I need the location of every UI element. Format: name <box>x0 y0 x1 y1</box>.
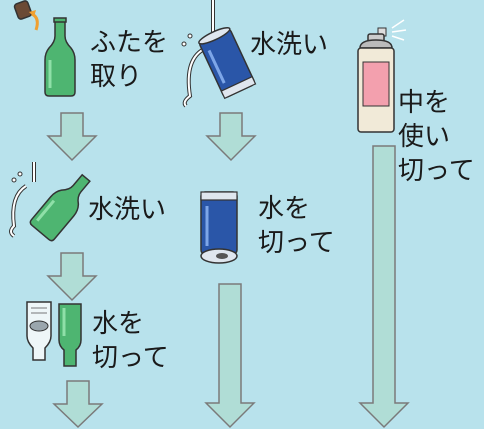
col1-step3-label: 水を 切って <box>92 309 169 373</box>
arrow-down-icon <box>358 145 410 429</box>
col3-step1-label: 中を 使い 切って <box>398 88 475 186</box>
col1-step1-label: ふたを 取り <box>90 28 169 92</box>
water-stream-icon <box>9 162 36 238</box>
col2-step2-label: 水を 切って <box>258 194 335 258</box>
green-bottle-icon <box>44 17 76 97</box>
bottle-cap-icon <box>13 0 39 31</box>
arrow-down-icon <box>52 380 104 429</box>
col2-step1-label: 水洗い <box>250 30 329 60</box>
clear-bottle-icon <box>26 301 52 361</box>
green-bottle-icon <box>58 303 82 367</box>
spray-can-icon <box>357 19 407 133</box>
green-bottle-icon <box>29 173 91 242</box>
arrow-down-icon <box>205 112 257 162</box>
col1-step2-label: 水洗い <box>88 195 167 225</box>
arrow-down-icon <box>204 283 256 429</box>
can-icon <box>198 27 257 100</box>
arrow-down-icon <box>46 112 98 162</box>
can-icon <box>200 191 238 264</box>
water-stream-icon <box>181 0 215 108</box>
arrow-down-icon <box>46 252 98 302</box>
